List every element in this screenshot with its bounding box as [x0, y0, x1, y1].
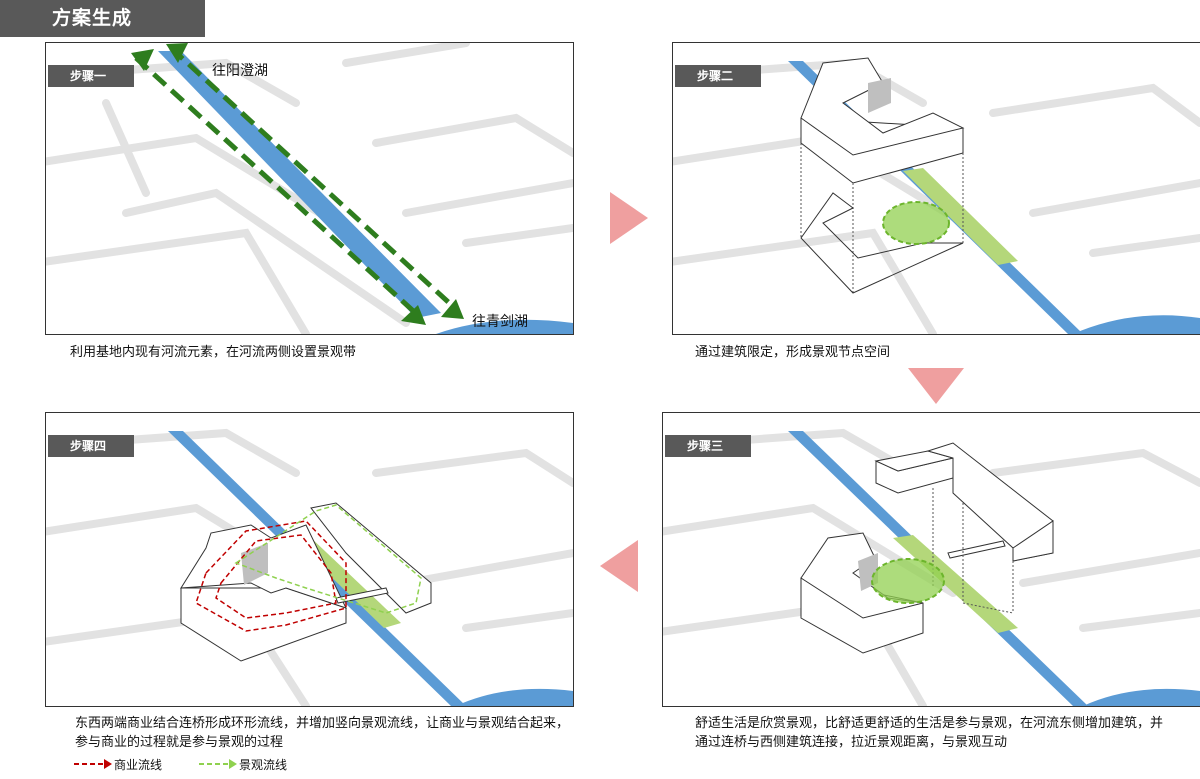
step-one-diagram — [46, 43, 573, 334]
commercial-flow-label: 商业流线 — [114, 758, 163, 772]
arrow-north-east — [166, 43, 188, 63]
step-three-caption: 舒适生活是欣赏景观，比舒适更舒适的生活是参与景观，在河流东侧增加建筑，并通过连桥… — [695, 716, 1164, 750]
step-one-panel: 步骤一 往阳澄湖 往青剑湖 — [45, 42, 574, 335]
arrow-south-east — [441, 299, 464, 319]
step-three-diagram — [663, 428, 1200, 706]
arrow-left — [600, 540, 638, 592]
landscape-node — [871, 558, 945, 604]
lake — [1083, 688, 1200, 706]
step-two-diagram — [673, 57, 1200, 334]
link-bridge — [947, 540, 1006, 559]
east-landscape-band — [169, 46, 460, 313]
east-commercial-building — [310, 502, 432, 614]
green-band — [893, 535, 1018, 633]
landscape-node — [882, 201, 950, 245]
step-four-diagram — [46, 428, 573, 706]
arrow-south-west — [401, 305, 426, 325]
commercial-flow-loop — [195, 520, 347, 632]
step-four-tag: 步骤四 — [48, 435, 134, 457]
lake — [1073, 315, 1200, 334]
arrow-down — [908, 368, 964, 404]
link-bridge — [335, 587, 389, 604]
page-title: 方案生成 — [0, 0, 205, 37]
building-shadow — [868, 78, 891, 113]
building-top-roof — [800, 57, 965, 156]
green-band — [903, 168, 1018, 265]
step-two-caption: 通过建筑限定，形成景观节点空间 — [695, 345, 891, 360]
arrow-north-west — [131, 49, 154, 71]
step-one-tag: 步骤一 — [48, 65, 134, 87]
legend: 商业流线 景观流线 — [74, 754, 334, 774]
building-shadow — [241, 543, 268, 585]
landscape-flow-swatch — [199, 759, 237, 769]
building-footprint — [800, 192, 964, 294]
lake — [456, 688, 573, 706]
step-four-caption: 东西两端商业结合连桥形成环形流线，并增加竖向景观流线，让商业与景观结合起来，参与… — [75, 716, 570, 750]
river — [158, 51, 441, 318]
commercial-flow-swatch — [74, 759, 112, 769]
label-north: 往阳澄湖 — [212, 63, 268, 79]
step-three-panel: 步骤三 — [662, 412, 1200, 707]
step-two-tag: 步骤二 — [675, 65, 761, 87]
step-four-panel: 步骤四 — [45, 412, 574, 707]
lake — [436, 319, 573, 334]
west-landscape-band — [134, 56, 423, 320]
step-three-tag: 步骤三 — [665, 435, 751, 457]
label-south: 往青剑湖 — [472, 314, 528, 330]
landscape-flow-label: 景观流线 — [239, 758, 288, 772]
arrow-right — [610, 192, 648, 244]
step-two-panel: 步骤二 — [672, 42, 1200, 335]
step-one-caption: 利用基地内现有河流元素，在河流两侧设置景观带 — [70, 345, 357, 360]
